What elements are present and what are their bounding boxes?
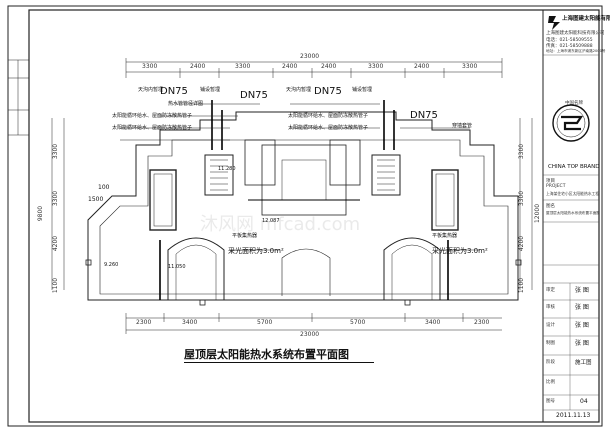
dim-left-2: 4200 xyxy=(52,235,60,252)
dim-bottom-1: 2300 xyxy=(136,319,152,326)
dim-top-4: 2400 xyxy=(282,63,298,70)
drawing-date: 2011.11.13 xyxy=(556,412,591,419)
roof-plan xyxy=(51,58,533,334)
dim-right-3: 4200 xyxy=(518,235,526,252)
dim-bottom-total: 23000 xyxy=(300,331,320,338)
dim-right-2: 3300 xyxy=(518,190,526,207)
note-wall-sleeve: 穿墙套管 xyxy=(452,123,473,129)
collector-area-left: 采光面积为3.0m² xyxy=(228,247,284,255)
note-solar-b: 太阳能循环给水、屋面防冻散热管子 xyxy=(112,125,193,131)
dim-top-2: 2400 xyxy=(190,63,206,70)
drawing-label: 图名 xyxy=(546,204,555,209)
outer-frame xyxy=(7,5,603,427)
level-c: 11.050 xyxy=(168,264,186,270)
note-solar-c: 太阳能循环给水、屋面防冻散热管子 xyxy=(288,113,369,119)
dim-left-4: 3300 xyxy=(52,143,60,160)
dim-bottom-6: 2300 xyxy=(474,319,490,326)
level-d: 12.087 xyxy=(262,218,280,224)
note-riser-left: 天沟内暂埋 xyxy=(138,87,164,93)
project-label: 项目 xyxy=(546,179,555,184)
drawing-title: 屋顶层太阳能热水系统布置平面图 xyxy=(184,348,349,361)
note-pipe-detail: 热水管管径详图 xyxy=(168,101,204,107)
note-riser-right: 天沟内暂埋 xyxy=(286,87,312,93)
note-solar-a: 太阳能循环给水、屋面防冻散热管子 xyxy=(112,113,193,119)
dim-right-4: 1100 xyxy=(518,277,526,294)
watermark-text: 沐风网 mfcad.com xyxy=(200,214,360,235)
approved-label: 审定 xyxy=(546,288,555,293)
project-value: 上海某住宅小区太阳能热水工程 xyxy=(546,191,600,196)
seal-text: 中国名牌 xyxy=(565,101,583,106)
dim-100: 100 xyxy=(98,184,110,191)
checked-name: 张 图 xyxy=(575,304,589,311)
level-a: 11.280 xyxy=(218,166,236,172)
approved-name: 张 图 xyxy=(575,287,589,294)
dim-right-total: 12000 xyxy=(534,203,542,224)
inner-frame xyxy=(28,9,600,423)
company-logo-icon xyxy=(548,16,560,30)
dim-left-1: 1100 xyxy=(52,277,60,294)
designed-label: 设计 xyxy=(546,323,555,328)
title-underline xyxy=(184,362,374,364)
dim-right-1: 3300 xyxy=(518,143,526,160)
drawn-label: 制图 xyxy=(546,341,555,346)
company-tel: 电话：021-58509555 xyxy=(546,38,593,43)
brand-text: CHINA TOP BRAND xyxy=(548,164,600,170)
dim-left-3: 3300 xyxy=(52,190,60,207)
dim-left-total: 9800 xyxy=(37,205,45,222)
dim-top-3: 3300 xyxy=(235,63,251,70)
pipe-label-right: DN75 xyxy=(410,110,438,121)
dim-top-7: 2400 xyxy=(414,63,430,70)
stage-value: 施工图 xyxy=(575,360,592,366)
designed-name: 张 图 xyxy=(575,322,589,329)
storage-tank-left: 平板集热器 xyxy=(232,233,258,239)
title-block-grid xyxy=(543,54,599,411)
company-name: 上海图建太阳能有限公司 xyxy=(562,16,610,22)
dim-top-8: 3300 xyxy=(462,63,478,70)
dim-top-5: 2400 xyxy=(321,63,337,70)
company-sub: 上海图建太阳能科技有限公司 xyxy=(546,31,605,36)
dim-top-6: 3300 xyxy=(368,63,384,70)
dim-bottom-5: 3400 xyxy=(425,319,441,326)
project-label-en: PROJECT xyxy=(546,184,566,189)
dim-top-total: 23000 xyxy=(300,53,320,60)
note-riser-left-b: 铺设暂埋 xyxy=(200,87,221,93)
pipe-label-center-right: DN75 xyxy=(314,86,342,97)
pipe-label-center-left: DN75 xyxy=(240,90,268,101)
drawing-no-label: 图号 xyxy=(546,399,555,404)
scale-label: 比例 xyxy=(546,380,555,385)
storage-tank-right: 平板集热器 xyxy=(432,233,458,239)
dim-bottom-2: 3400 xyxy=(182,319,198,326)
level-b: 9.260 xyxy=(104,262,119,268)
company-fax: 传真：021-58509888 xyxy=(546,44,593,49)
company-address: 地址：上海市浦东新区沪南路2000号 xyxy=(546,49,606,53)
note-solar-d: 太阳能循环给水、屋面防冻散热管子 xyxy=(288,125,369,131)
dim-bottom-3: 5700 xyxy=(257,319,273,326)
checked-label: 审核 xyxy=(546,305,555,310)
drawing-value: 屋顶层太阳能热水系统布置平面图 xyxy=(546,211,600,215)
drawn-name: 张 图 xyxy=(575,340,589,347)
stage-label: 阶段 xyxy=(546,360,555,365)
drawing-no: 04 xyxy=(580,398,588,405)
dim-top-1: 3300 xyxy=(142,63,158,70)
dim-1500: 1500 xyxy=(88,196,104,203)
note-riser-right-b: 铺设暂埋 xyxy=(352,87,373,93)
pipe-label-left: DN75 xyxy=(160,86,188,97)
dim-bottom-4: 5700 xyxy=(350,319,366,326)
collector-area-right: 采光面积为3.0m² xyxy=(432,247,488,255)
china-top-brand-seal-icon xyxy=(552,104,590,142)
